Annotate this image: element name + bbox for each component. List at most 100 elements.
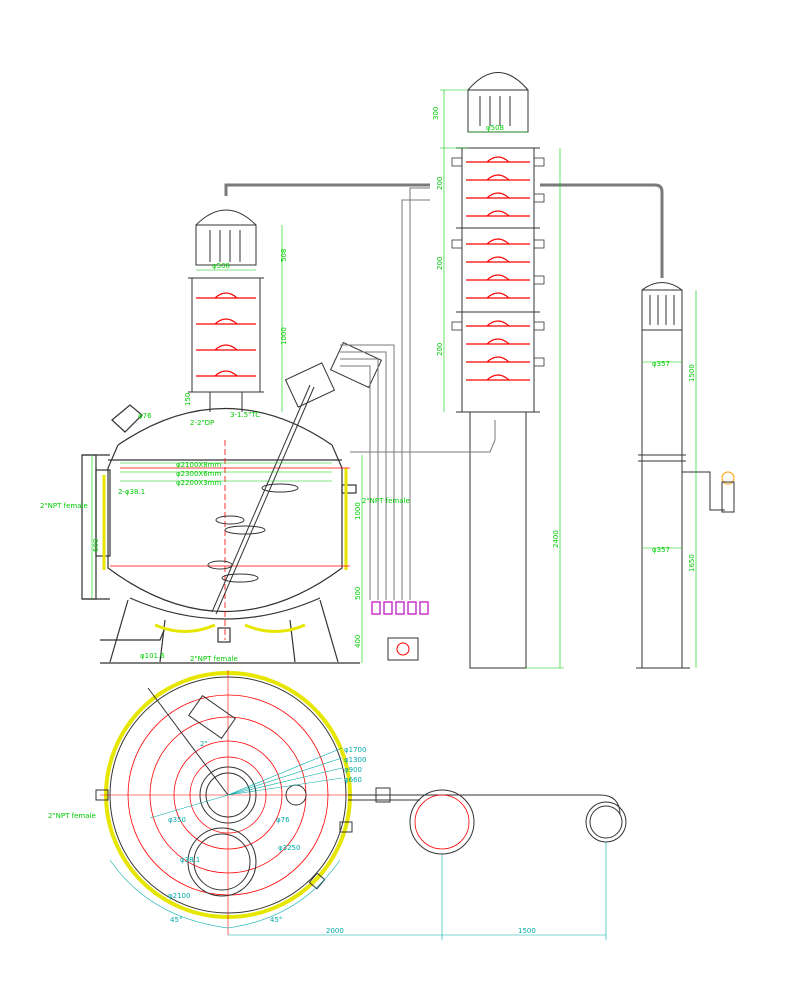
- sampling-valve-4[interactable]: [407, 601, 417, 615]
- note-npt-right: 2"NPT female: [362, 497, 410, 505]
- elevation-notes: 2"NPT female 2"NPT female 2"NPT female 2…: [40, 411, 410, 663]
- tall-tray-12: [466, 374, 530, 381]
- small-tray-3: [196, 344, 256, 351]
- plan-nozzle-bottom-right[interactable]: [308, 872, 326, 890]
- tank-bottom-outlet[interactable]: [217, 627, 231, 643]
- plan-dim-ray-5: [149, 794, 229, 819]
- plan-condenser-inner: [589, 805, 623, 839]
- plan-dim-45-right: 45°: [270, 916, 282, 924]
- plan-dim-d76: φ76: [276, 816, 290, 824]
- small-tray-2: [196, 318, 256, 325]
- plan-agitator-arm: [147, 687, 229, 796]
- return-line: [350, 420, 496, 453]
- reflux-pipe-1: [409, 187, 430, 600]
- plan-dim-d38: φ38.1: [180, 856, 200, 864]
- drain-pipe: [100, 627, 166, 641]
- reflux-pipe-5: [340, 358, 379, 600]
- tall-tray-4: [466, 210, 530, 217]
- dim-small-col-1000: 1000: [280, 327, 288, 345]
- plan-dim-d1700: φ1700: [344, 746, 366, 754]
- dim-d2100: φ2100X8mm: [176, 461, 222, 469]
- sampling-valve-2[interactable]: [383, 601, 393, 615]
- dim-tall-col-seg1: 200: [436, 177, 444, 190]
- left-sight-column: [81, 454, 97, 600]
- sampling-valve-rack: [371, 601, 429, 615]
- dim-condenser-1650: 1650: [688, 554, 696, 572]
- plan-nozzle-right[interactable]: [339, 821, 353, 833]
- tall-tray-2: [466, 174, 530, 181]
- dimension-lines: [91, 89, 697, 669]
- small-column-body: [191, 277, 261, 393]
- tank-leg-mid-right: [289, 619, 296, 663]
- tall-tray-8: [466, 292, 530, 299]
- plan-dim-1500: 1500: [518, 927, 536, 935]
- right-valve-1[interactable]: [533, 157, 545, 167]
- tall-tray-9: [466, 320, 530, 327]
- parrot-outlet: [682, 471, 735, 513]
- plan-dim-ray-4: [227, 777, 343, 796]
- condenser: [636, 282, 690, 669]
- right-valve-6[interactable]: [533, 357, 545, 367]
- sampling-valve-1[interactable]: [371, 601, 381, 615]
- small-column-trays: [196, 292, 256, 377]
- small-tray-4: [196, 370, 256, 377]
- plan-dim-2inch: 2": [200, 740, 208, 748]
- plan-dim-d1300: φ1300: [344, 756, 366, 764]
- right-side-port[interactable]: [341, 484, 357, 494]
- left-valve-2[interactable]: [451, 239, 463, 249]
- plan-dim-ray-2: [227, 757, 343, 796]
- tall-tray-1: [466, 156, 530, 163]
- jacket-bottom-right: [244, 623, 306, 633]
- tall-column-side-valves: [451, 157, 545, 367]
- condenser-tube-bundle: [641, 289, 683, 331]
- plan-dimension-texts: φ1700 φ1300 φ900 φ660 φ350 φ3250 φ76 φ21…: [48, 740, 536, 935]
- jacket-bottom-left: [154, 623, 216, 633]
- plan-dim-45-left: 45°: [170, 916, 182, 924]
- pump[interactable]: [387, 637, 419, 661]
- right-valve-4[interactable]: [533, 275, 545, 285]
- tall-tray-10: [466, 338, 530, 345]
- plan-dim-d350: φ350: [168, 816, 186, 824]
- plan-manway-inner: [193, 833, 251, 891]
- agitator-gearbox: [329, 341, 383, 389]
- plan-valve[interactable]: [375, 787, 391, 803]
- plan-pipes: [348, 787, 627, 855]
- left-valve-1[interactable]: [451, 157, 463, 167]
- condenser-body: [641, 329, 683, 669]
- plan-nozzle-left[interactable]: [95, 789, 109, 801]
- left-valve-3[interactable]: [451, 321, 463, 331]
- tank-manway[interactable]: [111, 404, 143, 433]
- right-valve-2[interactable]: [533, 193, 545, 203]
- dim-condenser-d357-bottom: φ357: [652, 546, 670, 554]
- dim-tall-col-seg2: 200: [436, 257, 444, 270]
- plan-agitator-motor[interactable]: [188, 695, 236, 739]
- tall-column-base: [469, 411, 527, 669]
- tank-bottom-dish: [129, 597, 321, 620]
- dim-small-col-d508: φ508: [212, 262, 230, 270]
- parrot-gauge[interactable]: [721, 471, 735, 485]
- plan-manway[interactable]: [187, 827, 257, 897]
- plan-condenser: [585, 801, 627, 843]
- dim-tank-d101: φ101.6: [140, 652, 165, 660]
- tall-column-trays: [466, 156, 530, 381]
- sampling-valve-5[interactable]: [419, 601, 429, 615]
- reflux-pipe-6: [340, 365, 371, 600]
- tank-jacket: [102, 468, 348, 633]
- plan-tall-column: [409, 789, 475, 855]
- dim-tank-400: 400: [354, 635, 362, 648]
- tall-tray-5: [466, 238, 530, 245]
- dim-d2200: φ2200X3mm: [176, 479, 222, 487]
- agitator-motor[interactable]: [284, 362, 336, 408]
- dim-condenser-1500: 1500: [688, 364, 696, 382]
- dim-tall-col-300: 300: [432, 107, 440, 120]
- tall-tray-11: [466, 356, 530, 363]
- impeller-blade-4: [221, 573, 259, 583]
- small-tray-1: [196, 292, 256, 299]
- right-valve-5[interactable]: [533, 321, 545, 331]
- right-valve-3[interactable]: [533, 239, 545, 249]
- dim-small-col-508: 508: [280, 249, 288, 262]
- sampling-valve-3[interactable]: [395, 601, 405, 615]
- impeller-blade-2: [224, 525, 266, 535]
- dim-tall-col-d508: φ508: [486, 124, 504, 132]
- dim-tank-d76: φ76: [138, 412, 152, 420]
